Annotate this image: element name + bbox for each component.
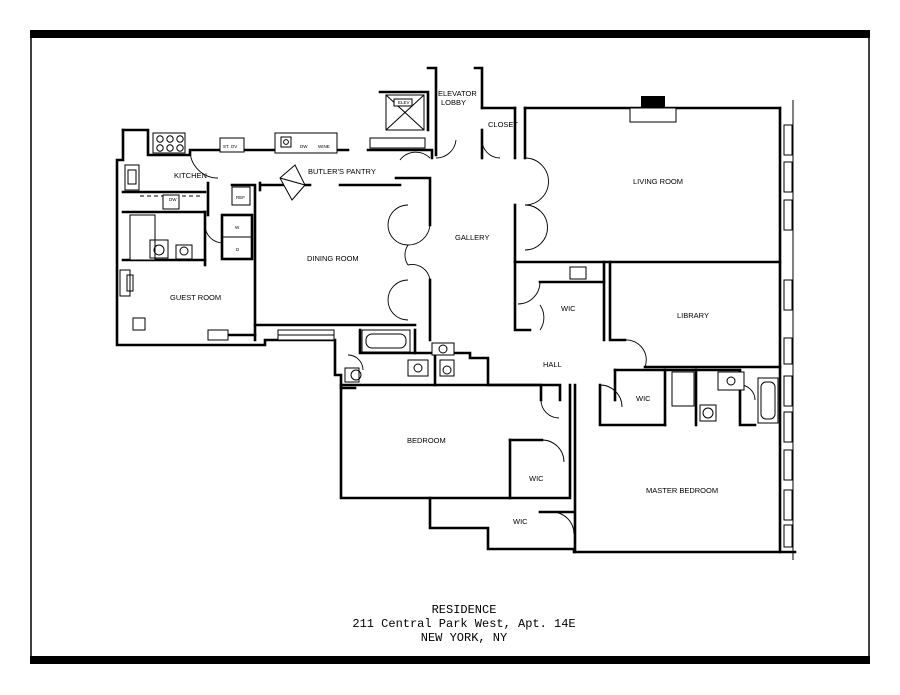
elevator xyxy=(369,94,426,149)
label-elevator: ELEVATOR xyxy=(438,89,477,98)
label-wic-4: WIC xyxy=(513,517,528,526)
label-butlers-pantry: BUTLER'S PANTRY xyxy=(308,167,376,176)
frame-bottom-bar xyxy=(30,656,870,664)
label-wine: WINE xyxy=(318,144,330,149)
label-wic-2: WIC xyxy=(636,394,651,403)
caption-line2: 211 Central Park West, Apt. 14E xyxy=(352,617,575,631)
pantry-bay xyxy=(279,164,306,201)
label-dining-room: DINING ROOM xyxy=(307,254,359,263)
caption-line1: RESIDENCE xyxy=(432,603,497,617)
guest-bath-fixtures xyxy=(119,214,193,331)
label-elev: ELEV xyxy=(398,100,410,105)
label-dw-1: DW xyxy=(300,144,308,149)
fireplace xyxy=(629,96,677,123)
label-guest-room: GUEST ROOM xyxy=(170,293,221,302)
label-wic-1: WIC xyxy=(561,304,576,313)
frame-top-bar xyxy=(30,30,870,38)
label-st-ov: ST. OV xyxy=(223,144,237,149)
dining-window xyxy=(207,329,335,341)
label-lobby: LOBBY xyxy=(441,98,466,107)
label-living-room: LIVING ROOM xyxy=(633,177,683,186)
kitchen-fixtures xyxy=(124,132,338,210)
interior-walls xyxy=(121,106,782,554)
right-windows xyxy=(783,124,793,548)
label-gallery: GALLERY xyxy=(455,233,489,242)
fixture-labels: ELEV ST. OV DW WINE DW REF W D xyxy=(169,100,410,252)
master-bath-fixtures xyxy=(671,371,779,424)
label-hall: HALL xyxy=(543,360,562,369)
exterior-walls xyxy=(115,66,797,560)
doors xyxy=(189,139,756,535)
caption-line3: NEW YORK, NY xyxy=(421,631,507,645)
label-closet: CLOSET xyxy=(488,120,518,129)
hall-bath-fixtures xyxy=(344,329,455,383)
label-ref: REF xyxy=(236,195,245,200)
label-master-bedroom: MASTER BEDROOM xyxy=(646,486,718,495)
label-w: W xyxy=(235,225,240,230)
room-labels: KITCHEN BUTLER'S PANTRY ELEVATOR LOBBY C… xyxy=(170,89,718,526)
label-d: D xyxy=(236,247,240,252)
title-block: RESIDENCE 211 Central Park West, Apt. 14… xyxy=(352,603,575,645)
label-dw-2: DW xyxy=(169,197,177,202)
label-kitchen: KITCHEN xyxy=(174,171,207,180)
label-library: LIBRARY xyxy=(677,311,709,320)
label-wic-3: WIC xyxy=(529,474,544,483)
label-bedroom: BEDROOM xyxy=(407,436,446,445)
